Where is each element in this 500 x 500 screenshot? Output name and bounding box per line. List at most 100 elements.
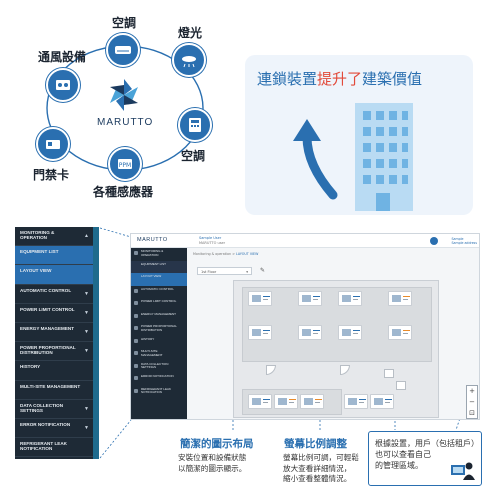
aircon-panel-icon bbox=[178, 108, 212, 142]
light-icon bbox=[172, 43, 206, 77]
equipment-card[interactable] bbox=[274, 394, 298, 409]
node-label-access-card: 門禁卡 bbox=[33, 168, 70, 182]
sidebar-item-refrigerant-leak[interactable]: REFRIGERANT LEAK NOTIFICATION bbox=[15, 438, 93, 458]
equipment-card[interactable] bbox=[370, 394, 394, 409]
sidebar-item-label: AUTOMATIC CONTROL bbox=[20, 287, 72, 293]
sidebar-item-monitoring[interactable]: MONITORING & OPERATION▲ bbox=[15, 227, 93, 247]
zoom-controls: + − ⊡ bbox=[466, 385, 478, 419]
app-nav-power-limit[interactable]: POWER LIMIT CONTROL bbox=[131, 298, 187, 311]
sidebar-item-multi-site[interactable]: MULTI-SITE MANAGEMENT bbox=[15, 381, 93, 400]
equipment-card[interactable] bbox=[248, 291, 272, 306]
chevron-down-icon: ▼ bbox=[84, 309, 89, 316]
sidebar-item-energy-management[interactable]: ENERGY MANAGEMENT▼ bbox=[15, 323, 93, 343]
app-nav-monitoring[interactable]: MONITORING & OPERATION bbox=[131, 248, 187, 261]
sidebar-item-automatic-control[interactable]: AUTOMATIC CONTROL ▼ bbox=[15, 285, 93, 304]
callout-title: 連鎖裝置提升了建築價值 bbox=[257, 68, 422, 89]
caption-layout-title: 簡潔的圖示布局 bbox=[180, 438, 254, 450]
main-sidebar: MONITORING & OPERATION▲ EQUIPMENT LIST L… bbox=[15, 227, 93, 459]
app-nav-equipment-list[interactable]: EQUIPMENT LIST bbox=[131, 260, 187, 273]
app-nav-refrigerant-leak[interactable]: REFRIGERANT LEAK NOTIFICATION bbox=[131, 386, 187, 399]
tenant-text: 根據設置，用戶（包括租戶） 也可以查看自己 的管理區域。 bbox=[375, 438, 479, 471]
chevron-down-icon: ▼ bbox=[84, 348, 89, 355]
sidebar-item-label: POWER PROPORTIONAL DISTRIBUTION bbox=[20, 345, 76, 356]
equipment-card[interactable] bbox=[338, 325, 362, 340]
sidebar-item-equipment-list[interactable]: EQUIPMENT LIST bbox=[15, 246, 93, 266]
app-nav-data-collection[interactable]: DATA COLLECTION SETTINGS bbox=[131, 361, 187, 374]
equipment-card[interactable] bbox=[338, 291, 362, 306]
app-nav-multi-site[interactable]: MULTI-SITE MANAGEMENT bbox=[131, 348, 187, 361]
app-nav-label: ENERGY MANAGEMENT bbox=[141, 311, 176, 316]
sidebar-item-label: ENERGY MANAGEMENT bbox=[20, 325, 75, 331]
tenant-line2: 也可以查看自己 bbox=[375, 450, 431, 459]
equipment-card[interactable] bbox=[248, 325, 272, 340]
equipment-card[interactable] bbox=[248, 394, 272, 409]
breadcrumb-current: LAYOUT VIEW bbox=[236, 252, 259, 256]
app-topbar: MARUTTO Sample User MARUTTO user Sample … bbox=[131, 234, 479, 248]
zoom-out-button[interactable]: − bbox=[469, 398, 475, 406]
sensor-icon: PPM bbox=[108, 147, 142, 181]
app-nav-energy-management[interactable]: ENERGY MANAGEMENT bbox=[131, 311, 187, 324]
equipment-card[interactable] bbox=[300, 394, 324, 409]
zoom-fit-button[interactable]: ⊡ bbox=[469, 409, 475, 417]
node-label-aircon-top: 空調 bbox=[112, 16, 137, 30]
tenant-line3: 的管理區域。 bbox=[375, 461, 423, 470]
equipment-card[interactable] bbox=[344, 394, 368, 409]
equipment-card[interactable] bbox=[298, 291, 322, 306]
zoom-in-button[interactable]: + bbox=[469, 387, 475, 395]
app-nav-label: EQUIPMENT LIST bbox=[141, 261, 166, 266]
node-label-aircon-right: 空調 bbox=[181, 149, 206, 163]
app-nav-power-distribution[interactable]: POWER PROPORTIONAL DISTRIBUTION bbox=[131, 323, 187, 336]
door-marker bbox=[340, 365, 350, 375]
caption-zoom-title: 螢幕比例調整 bbox=[284, 438, 347, 450]
logo-text: MARUTTO bbox=[97, 117, 154, 128]
app-nav-automatic-control[interactable]: AUTOMATIC CONTROL bbox=[131, 286, 187, 299]
sidebar-item-label: DATA COLLECTION SETTINGS bbox=[20, 402, 64, 413]
card-reader-icon bbox=[36, 127, 70, 161]
sidebar-item-label: MONITORING & OPERATION bbox=[20, 230, 55, 241]
node-label-ventilation: 通風設備 bbox=[38, 50, 87, 64]
chevron-down-icon: ▼ bbox=[84, 405, 89, 412]
sidebar-item-label: LAYOUT VIEW bbox=[20, 268, 52, 274]
app-nav-history[interactable]: HISTORY bbox=[131, 336, 187, 349]
floor-select[interactable]: 1st Floor ▾ bbox=[197, 267, 252, 275]
app-nav-error-notification[interactable]: ERROR NOTIFICATION bbox=[131, 373, 187, 386]
sidebar-item-error-notification[interactable]: ERROR NOTIFICATION▼ bbox=[15, 419, 93, 439]
app-nav-label: REFRIGERANT LEAK NOTIFICATION bbox=[141, 386, 171, 395]
chevron-down-icon: ▾ bbox=[246, 269, 248, 274]
app-brand: MARUTTO bbox=[137, 237, 168, 243]
avatar[interactable] bbox=[430, 237, 438, 245]
stair-marker bbox=[396, 381, 406, 390]
caption-layout-line1: 安裝位置和設備狀態 bbox=[178, 453, 247, 462]
app-user-role: MARUTTO user bbox=[199, 241, 226, 245]
app-nav-label: AUTOMATIC CONTROL bbox=[141, 286, 174, 291]
floor-select-value: 1st Floor bbox=[201, 269, 217, 274]
svg-text:PPM: PPM bbox=[119, 162, 131, 169]
equipment-card[interactable] bbox=[298, 325, 322, 340]
node-label-sensors: 各種感應器 bbox=[93, 185, 154, 199]
node-label-lighting: 燈光 bbox=[178, 26, 203, 40]
curved-arrow-icon bbox=[293, 119, 338, 200]
edit-icon[interactable]: ✎ bbox=[260, 267, 266, 274]
equipment-card[interactable] bbox=[388, 325, 412, 340]
sidebar-item-power-limit[interactable]: POWER LIMIT CONTROL▼ bbox=[15, 304, 93, 323]
breadcrumb: Monitoring & operation > LAYOUT VIEW bbox=[193, 252, 259, 256]
app-nav-label: HISTORY bbox=[141, 336, 155, 341]
breadcrumb-prefix[interactable]: Monitoring & operation bbox=[193, 252, 232, 256]
chevron-down-icon: ▼ bbox=[84, 290, 89, 297]
sidebar-item-data-collection[interactable]: DATA COLLECTION SETTINGS ▼ bbox=[15, 400, 93, 419]
stair-marker bbox=[384, 369, 394, 378]
ventilation-icon bbox=[46, 68, 80, 102]
sidebar-item-history[interactable]: HISTORY bbox=[15, 361, 93, 381]
top-right-line1: Sample bbox=[451, 237, 464, 241]
sidebar-item-power-distribution[interactable]: POWER PROPORTIONAL DISTRIBUTION ▼ bbox=[15, 342, 93, 362]
top-right-line2: Sample address bbox=[451, 241, 478, 245]
sidebar-item-label: MULTI-SITE MANAGEMENT bbox=[20, 383, 81, 389]
caption-zoom-line3: 縮小查看整體情況。 bbox=[283, 474, 352, 483]
equipment-card[interactable] bbox=[388, 291, 412, 306]
app-nav-layout-view[interactable]: LAYOUT VIEW bbox=[131, 273, 187, 286]
sidebar-item-layout-view[interactable]: LAYOUT VIEW bbox=[15, 265, 93, 285]
callout-title-after: 建築價值 bbox=[362, 70, 423, 88]
sidebar-item-label: EQUIPMENT LIST bbox=[20, 249, 59, 255]
caption-layout-line2: 以簡潔的圖示顯示。 bbox=[178, 463, 247, 473]
sidebar-item-label: REFRIGERANT LEAK NOTIFICATION bbox=[20, 441, 67, 452]
